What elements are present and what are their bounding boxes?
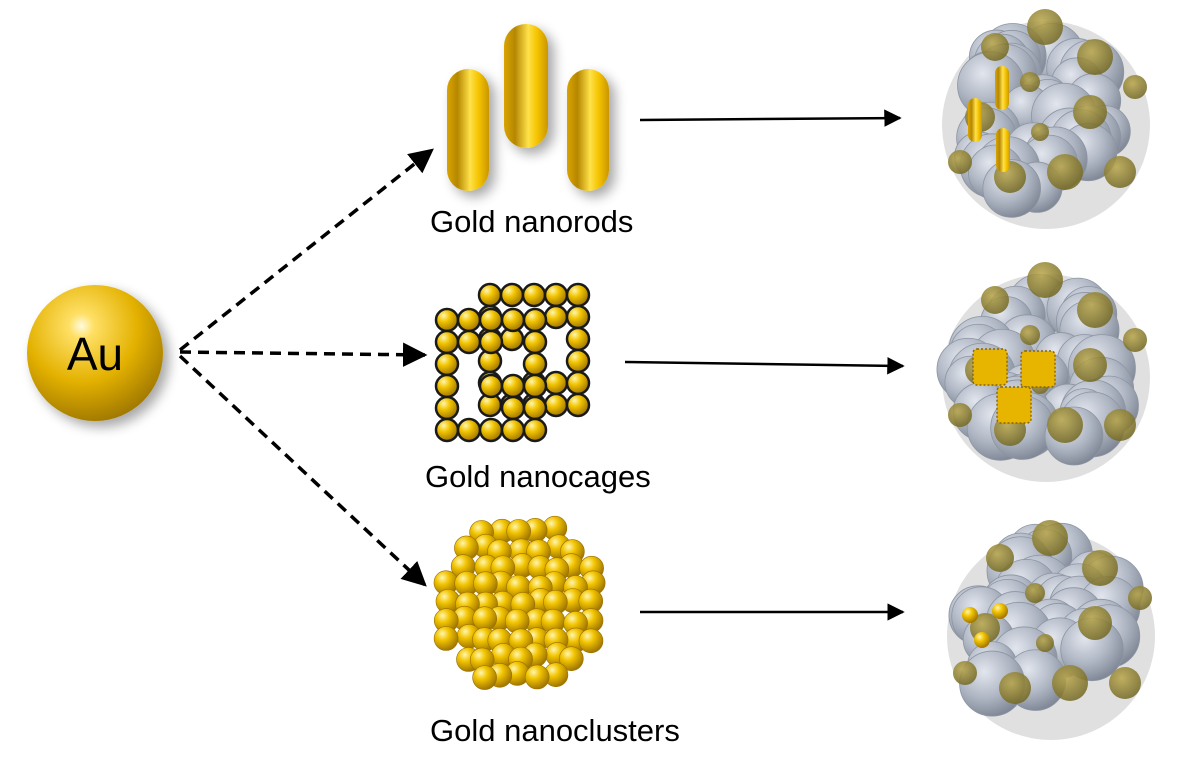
dashed-arrow-nanorods: [178, 148, 434, 352]
loaded-nanocluster: [992, 603, 1008, 619]
carrier-domain: [1104, 409, 1136, 441]
cage-atom: [565, 326, 591, 352]
cluster-atom: [578, 628, 604, 654]
carrier-domain: [981, 286, 1009, 314]
carrier-domain: [1104, 156, 1136, 188]
carrier-domain: [1109, 667, 1141, 699]
cage-atom: [434, 395, 460, 421]
cage-atom: [565, 370, 591, 396]
carrier-with-nanocages: [936, 262, 1150, 482]
carrier-domain: [1078, 606, 1112, 640]
cage-atom: [478, 329, 504, 355]
cluster-atom: [433, 626, 459, 651]
cage-atom: [565, 304, 591, 330]
loaded-nanorod: [996, 128, 1010, 172]
cage-atom: [500, 395, 526, 421]
au-source-sphere: Au: [27, 285, 163, 421]
carrier-domain: [1077, 39, 1113, 75]
carrier-domain: [981, 33, 1009, 61]
cage-atom: [500, 307, 526, 333]
carrier-domain: [953, 661, 977, 685]
loaded-nanocage: [1020, 350, 1056, 388]
loaded-nanocage: [972, 348, 1008, 386]
cage-atom: [499, 282, 525, 308]
carrier-domain: [1047, 407, 1083, 443]
nanorods-label: Gold nanorods: [430, 204, 633, 239]
loaded-nanocluster: [962, 607, 978, 623]
cage-atom: [500, 417, 526, 443]
cage-atom: [522, 307, 548, 333]
loaded-nanocluster: [974, 632, 990, 648]
cage-atom: [478, 373, 504, 399]
dashed-arrow-nanocages: [179, 342, 428, 367]
cage-atom: [522, 351, 548, 377]
carrier-domain: [1073, 95, 1107, 129]
cage-atom: [565, 282, 591, 308]
carrier-domain: [1123, 75, 1147, 99]
carrier-domain: [1032, 520, 1068, 556]
cage-atom: [565, 392, 591, 418]
carrier-domain: [1031, 123, 1049, 141]
solid-arrow-nanocages: [624, 357, 905, 375]
dashed-arrow-nanoclusters: [178, 354, 427, 587]
nanocages-label: Gold nanocages: [425, 459, 651, 494]
gold-nanoclusters-graphic: [433, 515, 606, 690]
cage-atom: [434, 373, 460, 399]
cage-atom: [500, 373, 526, 399]
gold-nanorods-graphic: [447, 24, 609, 191]
carrier-domain: [1128, 586, 1152, 610]
cage-atom: [478, 307, 504, 333]
carrier-domain: [1036, 634, 1054, 652]
cage-atom: [456, 417, 482, 443]
carrier-domain: [1027, 9, 1063, 45]
cage-atom: [543, 282, 569, 308]
cluster-atom: [559, 646, 584, 671]
cage-atom: [521, 282, 547, 308]
carrier-domain: [948, 150, 972, 174]
carrier-domain: [1027, 262, 1063, 298]
carrier-domain: [999, 672, 1031, 704]
carrier-with-nanorods: [942, 9, 1150, 229]
loaded-nanorod: [968, 98, 982, 142]
carrier-domain: [948, 403, 972, 427]
cage-atom: [478, 417, 504, 443]
cage-atom: [456, 329, 482, 355]
carrier-domain: [986, 544, 1014, 572]
solid-arrows: [624, 109, 905, 621]
carrier-domain: [1020, 72, 1040, 92]
cage-atom: [522, 417, 548, 443]
loaded-nanorod: [995, 66, 1009, 110]
cage-atom: [565, 348, 591, 374]
dashed-arrows: [178, 148, 434, 587]
nanoclusters-label: Gold nanoclusters: [430, 713, 680, 748]
cage-atom: [434, 351, 460, 377]
carrier-with-nanoclusters: [947, 520, 1155, 740]
carrier-domain: [1123, 328, 1147, 352]
carrier-domain: [1077, 292, 1113, 328]
cage-atom: [434, 307, 460, 333]
gold-nanocages-graphic: [434, 282, 591, 443]
loaded-nanocage: [996, 386, 1032, 424]
cage-atom: [434, 417, 460, 443]
cluster-atom: [524, 664, 550, 690]
carrier-domain: [1020, 325, 1040, 345]
cage-atom: [434, 329, 460, 355]
carrier-domain: [1082, 550, 1118, 586]
cage-atom: [477, 282, 503, 308]
carrier-domain: [1073, 348, 1107, 382]
cage-atom: [522, 329, 548, 355]
carrier-domain: [1025, 583, 1045, 603]
solid-arrow-nanorods: [639, 109, 902, 127]
cage-atom: [543, 304, 569, 330]
cage-atom: [543, 370, 569, 396]
cage-atom: [456, 307, 482, 333]
cage-atom: [522, 395, 548, 421]
cluster-atom: [472, 665, 497, 690]
carrier-domain: [1047, 154, 1083, 190]
carrier-domain: [1052, 665, 1088, 701]
au-label: Au: [67, 328, 123, 380]
cage-atom: [522, 373, 548, 399]
cage-atom: [543, 392, 569, 418]
